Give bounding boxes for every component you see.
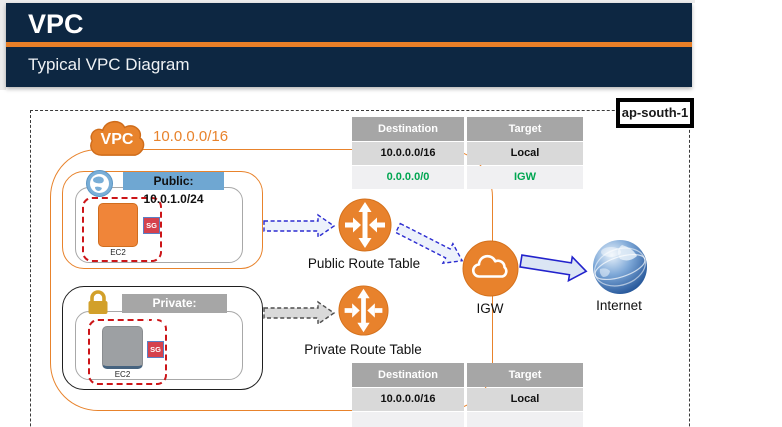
cell-target: Local bbox=[467, 142, 583, 165]
cell-target bbox=[467, 412, 583, 427]
cell-destination bbox=[352, 412, 464, 427]
table-row: 10.0.0.0/16 Local bbox=[352, 142, 583, 165]
accent-stripe bbox=[6, 42, 692, 47]
cell-target: IGW bbox=[467, 166, 583, 189]
public-ec2-label: EC2 bbox=[110, 248, 126, 257]
public-route-table-icon bbox=[338, 198, 392, 252]
slide-header: VPC Typical VPC Diagram bbox=[6, 3, 692, 87]
vpc-cloud-icon bbox=[90, 121, 145, 156]
col-header-target: Target bbox=[467, 363, 583, 387]
public-ec2-icon bbox=[98, 203, 138, 247]
table-header-row: Destination Target bbox=[352, 117, 583, 141]
public-subnet-label: Public: 10.0.1.0/24 bbox=[123, 172, 224, 206]
cell-destination: 10.0.0.0/16 bbox=[352, 142, 464, 165]
region-label: ap-south-1 bbox=[616, 98, 694, 128]
page-title: VPC bbox=[28, 9, 84, 39]
window-edge-top bbox=[0, 0, 695, 3]
table-row: 0.0.0.0/0 IGW bbox=[352, 166, 583, 189]
page-subtitle: Typical VPC Diagram bbox=[28, 55, 190, 74]
cell-destination: 10.0.0.0/16 bbox=[352, 388, 464, 411]
region-boundary bbox=[30, 110, 690, 427]
public-globe-icon bbox=[86, 170, 113, 197]
window-edge-left bbox=[0, 0, 6, 90]
private-ec2-icon bbox=[102, 326, 143, 369]
vpc-cloud-label: VPC bbox=[100, 131, 134, 148]
cell-target: Local bbox=[467, 388, 583, 411]
table-row: 10.0.0.0/16 Local bbox=[352, 388, 583, 411]
public-route-table-label: Public Route Table bbox=[307, 256, 421, 271]
table-row bbox=[352, 412, 583, 427]
public-security-group-boundary bbox=[82, 197, 162, 262]
public-sg-badge: SG bbox=[143, 217, 160, 234]
igw-icon bbox=[462, 240, 519, 297]
internet-label: Internet bbox=[596, 298, 642, 313]
private-route-table-icon bbox=[338, 285, 389, 336]
private-security-group-boundary bbox=[88, 319, 167, 385]
lock-icon bbox=[88, 290, 108, 314]
private-route-table-data: Destination Target 10.0.0.0/16 Local bbox=[352, 363, 583, 427]
cell-destination: 0.0.0.0/0 bbox=[352, 166, 464, 189]
col-header-destination: Destination bbox=[352, 117, 464, 141]
igw-label: IGW bbox=[476, 301, 504, 316]
vpc-cidr-label: 10.0.0.0/16 bbox=[153, 128, 229, 145]
private-sg-badge: SG bbox=[147, 341, 164, 358]
private-ec2-label: EC2 bbox=[114, 370, 131, 379]
private-route-table-label: Private Route Table bbox=[304, 342, 422, 357]
internet-globe-icon bbox=[593, 240, 647, 294]
private-subnet-label: Private: 10.0.2.0/24 bbox=[122, 294, 227, 329]
public-route-table-data: Destination Target 10.0.0.0/16 Local 0.0… bbox=[352, 117, 583, 190]
col-header-destination: Destination bbox=[352, 363, 464, 387]
table-header-row: Destination Target bbox=[352, 363, 583, 387]
col-header-target: Target bbox=[467, 117, 583, 141]
